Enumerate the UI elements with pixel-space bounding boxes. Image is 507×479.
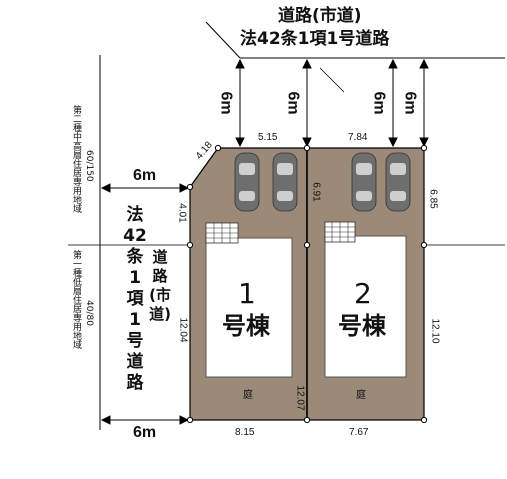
car-icon	[351, 152, 377, 212]
road-width-label: 6m	[217, 91, 235, 115]
entrance-steps-2	[324, 221, 356, 243]
zone-lower-name: 第一種低層住居専用地域	[71, 250, 81, 349]
north-road-leader	[319, 67, 345, 93]
entrance-steps-1	[205, 222, 239, 244]
lot-1-garden: 庭	[243, 390, 253, 401]
road-width-label: 6m	[370, 91, 388, 115]
road-width-arrow	[100, 183, 190, 193]
dimension-label: 12.07	[294, 385, 306, 411]
dimension-label: 7.84	[348, 132, 368, 143]
road-width-arrow	[302, 58, 312, 148]
car-icon	[234, 152, 260, 212]
dimension-label: 12.04	[177, 317, 189, 343]
zone-lower-ratio: 40/80	[84, 300, 94, 326]
road-width-label: 6m	[401, 91, 419, 115]
north-road-name: 道路(市道)	[278, 6, 362, 26]
boundary-markers	[186, 144, 428, 424]
road-width-label: 6m	[133, 167, 157, 184]
zone-upper-name: 第二種中高層住居専用地域	[71, 105, 81, 213]
lot-1-label: 号棟	[222, 312, 270, 340]
house-1-footprint	[205, 237, 293, 378]
car-icon	[272, 152, 298, 212]
north-road-class: 法42条1項1号道路	[240, 29, 390, 49]
dimension-label: 5.15	[258, 132, 278, 143]
road-width-label: 6m	[284, 91, 302, 115]
lot-2-garden: 庭	[356, 390, 366, 401]
dimension-label: 6.85	[427, 189, 439, 209]
road-width-arrow	[100, 415, 190, 425]
dimension-label: 8.15	[235, 427, 255, 438]
road-width-label: 6m	[133, 424, 157, 441]
north-road-corner-line	[205, 21, 241, 59]
lot-1-number: 1	[238, 277, 256, 310]
zone-upper-ratio: 60/150	[84, 150, 94, 182]
road-width-arrow	[388, 58, 398, 148]
west-road-name: 道 路 (市 道)	[149, 248, 171, 323]
dimension-label: 6.91	[310, 182, 322, 202]
dimension-label: 12.10	[429, 318, 441, 344]
dimension-label: 4.01	[176, 203, 188, 223]
lot-2-number: 2	[354, 277, 372, 310]
west-road-class: 法 42 条 1 項 1 号 道 路	[123, 205, 147, 393]
car-icon	[385, 152, 411, 212]
road-width-arrow	[235, 58, 245, 148]
lot-2-label: 号棟	[338, 312, 386, 340]
dimension-label: 7.67	[349, 427, 369, 438]
house-2-footprint	[324, 235, 407, 378]
road-width-arrow	[419, 58, 429, 148]
